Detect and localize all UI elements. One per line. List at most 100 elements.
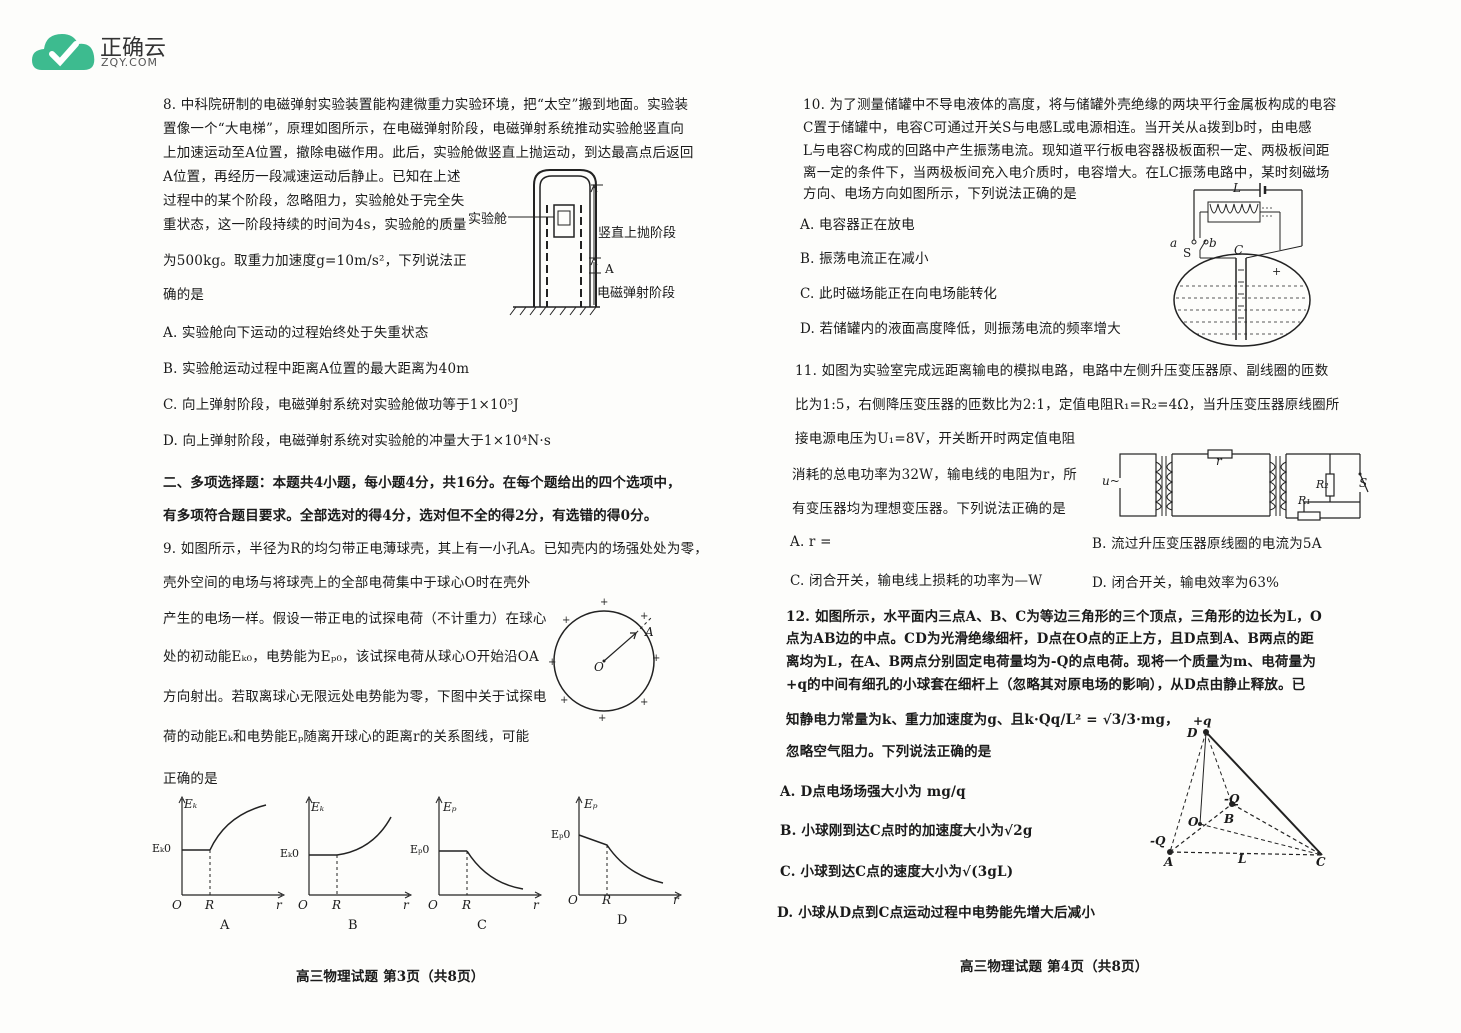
q12-triangle-diagram — [1167, 729, 1323, 856]
graph-d-ylabel: Eₚ — [584, 797, 598, 811]
q10-option-a: A. 电容器正在放电 — [800, 217, 915, 233]
q8-line: 确的是 — [163, 287, 205, 303]
q12-line: +q的中间有细孔的小球套在细杆上（忽略其对原电场的影响），从D点由静止释放。已 — [786, 677, 1306, 693]
q12-label-q: +q — [1193, 714, 1212, 728]
q10-option-c: C. 此时磁场能正在向电场能转化 — [800, 286, 998, 302]
graph-a-r: R — [205, 898, 215, 912]
logo-cloud-icon — [32, 34, 95, 70]
graph-c-x: r — [533, 898, 539, 912]
q11-line: 11. 如图为实验室完成远距离输电的模拟电路，电路中左侧升压变压器原、副线圈的匝… — [795, 363, 1329, 379]
q8-line: 重状态，这一阶段持续的时间为4s，实验舱的质量 — [163, 217, 467, 233]
svg-text:+: + — [548, 657, 556, 668]
q9-label-o: O — [594, 660, 604, 674]
q8-line: 置像一个“大电梯”，原理如图所示，在电磁弹射阶段，电磁弹射系统推动实验舱竖直向 — [163, 121, 685, 137]
q11-option-b: B. 流过升压变压器原线圈的电流为5A — [1092, 536, 1322, 552]
graph-c-plot — [435, 795, 543, 899]
q11-label-r1: R₁ — [1298, 494, 1311, 507]
svg-text:+: + — [652, 653, 660, 664]
q8-label-cabin: 实验舱 — [468, 212, 508, 227]
q12-label-l: L — [1238, 852, 1247, 866]
q11-option-c: C. 闭合开关，输电线上损耗的功率为—W — [790, 573, 1043, 589]
svg-text:+: + — [598, 713, 606, 723]
svg-text:+: + — [1272, 265, 1281, 278]
graph-b-letter: B — [348, 918, 358, 933]
graph-b-plot — [305, 795, 413, 899]
graph-a-ylabel: Eₖ — [184, 797, 198, 811]
svg-text:+: + — [560, 695, 568, 706]
q12-label-neg-q-b: -Q — [1224, 792, 1240, 806]
q11-line: 有变压器均为理想变压器。下列说法正确的是 — [792, 501, 1066, 517]
q10-line: 方向、电场方向如图所示，下列说法正确的是 — [803, 186, 1077, 202]
q9-line: 9. 如图所示，半径为R的均匀带正电薄球壳，其上有一小孔A。已知壳内的场强处处为… — [163, 541, 708, 557]
graph-d-r: R — [602, 893, 612, 907]
q12-line: 12. 如图所示，水平面内三点A、B、C为等边三角形的三个顶点，三角形的边长为L… — [786, 609, 1322, 625]
q12-option-b: B. 小球刚到达C点时的加速度大小为√2g — [780, 823, 1033, 839]
q10-line: L与电容C构成的回路中产生振荡电流。现知道平行板电容器极板面积一定、两极板间距 — [803, 143, 1330, 159]
q11-line: 消耗的总电功率为32W，输电线的电阻为r，所 — [792, 467, 1077, 483]
q9-label-a: A — [645, 625, 654, 639]
q10-line: 10. 为了测量储罐中不导电液体的高度，将与储罐外壳绝缘的两块平行金属板构成的电… — [803, 97, 1337, 113]
q8-option-c: C. 向上弹射阶段，电磁弹射系统对实验舱做功等于1×10⁵J — [163, 397, 519, 413]
q10-label-c: C — [1234, 243, 1244, 257]
q11-label-u: u~ — [1102, 474, 1120, 488]
graph-a-plot — [178, 795, 286, 899]
q12-label-c: C — [1316, 855, 1326, 869]
graph-b-y0: Eₖ0 — [280, 847, 300, 860]
q12-option-a: A. D点电场场强大小为 mg/q — [780, 784, 966, 800]
q11-option-d: D. 闭合开关，输电效率为63% — [1092, 575, 1280, 591]
footer-page-3: 高三物理试题 第3页（共8页） — [296, 969, 485, 985]
q8-option-a: A. 实验舱向下运动的过程始终处于失重状态 — [163, 325, 429, 341]
q10-line: C置于储罐中，电容C可通过开关S与电感L或电源相连。当开关从a拨到b时，由电感 — [803, 120, 1312, 136]
graph-d-origin: O — [568, 893, 578, 907]
graph-a-x: r — [276, 898, 282, 912]
q8-label-a: A — [605, 262, 614, 276]
graph-a-y0: Eₖ0 — [152, 842, 172, 855]
logo-domain: ZQY.COM — [101, 56, 159, 69]
q9-line: 方向射出。若取离球心无限远处电势能为零，下图中关于试探电 — [163, 689, 547, 705]
graph-a-letter: A — [220, 918, 230, 933]
svg-text:+: + — [562, 615, 570, 626]
graph-b-ylabel: Eₖ — [311, 800, 325, 814]
q10-label-s: S — [1183, 246, 1192, 260]
svg-text:+: + — [600, 597, 608, 608]
svg-text:+: + — [640, 697, 648, 708]
graph-b-r: R — [332, 898, 342, 912]
q9-line: 壳外空间的电场与将球壳上的全部电荷集中于球心O时在壳外 — [163, 575, 531, 591]
q9-line: 产生的电场一样。假设一带正电的试探电荷（不计重力）在球心 — [163, 611, 547, 627]
q12-line: 离均为L，在A、B两点分别固定电荷量均为-Q的点电荷。现将一个质量为m、电荷量为 — [786, 654, 1317, 670]
q10-label-a: a — [1170, 236, 1178, 250]
q8-line: 为500kg。取重力加速度g=10m/s²，下列说法正 — [163, 253, 467, 269]
q8-elevator-diagram — [508, 169, 603, 316]
q10-label-b: b — [1209, 236, 1217, 250]
q12-line: 点为AB边的中点。CD为光滑绝缘细杆，D点在O点的正上方，且D点到A、B两点的距 — [786, 631, 1314, 647]
q12-line: 知静电力常量为k、重力加速度为g、且k·Qq/L² = √3/3·mg， — [786, 712, 1179, 728]
graph-c-ylabel: Eₚ — [443, 800, 457, 814]
q12-line: 忽略空气阻力。下列说法正确的是 — [786, 744, 992, 760]
q12-label-neg-q-a: -Q — [1150, 834, 1166, 848]
q9-line: 正确的是 — [163, 771, 218, 787]
svg-text:+: + — [640, 611, 648, 622]
q8-line: 上加速运动至A位置，撤除电磁作用。此后，实验舱做竖直上抛运动，到达最高点后返回 — [163, 145, 694, 161]
q8-line: 8. 中科院研制的电磁弹射实验装置能构建微重力实验环境，把“太空”搬到地面。实验… — [163, 97, 689, 113]
q8-label-em: 电磁弹射阶段 — [597, 286, 676, 301]
q11-label-s: S — [1359, 476, 1368, 490]
q8-option-b: B. 实验舱运动过程中距离A位置的最大距离为40m — [163, 361, 470, 377]
q8-option-d: D. 向上弹射阶段，电磁弹射系统对实验舱的冲量大于1×10⁴N·s — [163, 433, 552, 449]
logo-name: 正确云 — [100, 36, 167, 61]
graph-c-letter: C — [477, 918, 487, 933]
q10-option-b: B. 振荡电流正在减小 — [800, 251, 929, 267]
q11-line: 接电源电压为U₁=8V，开关断开时两定值电阻 — [795, 431, 1076, 447]
graph-b-x: r — [403, 898, 409, 912]
q9-sphere-diagram: + + + + + + + + — [548, 597, 660, 723]
graph-c-r: R — [462, 898, 472, 912]
section2-line: 二、多项选择题：本题共4小题，每小题4分，共16分。在每个题给出的四个选项中， — [163, 475, 681, 491]
q11-transmission-circuit-diagram — [1114, 449, 1369, 521]
q10-option-d: D. 若储罐内的液面高度降低，则振荡电流的频率增大 — [800, 321, 1121, 337]
q12-label-b: B — [1224, 812, 1235, 826]
q11-label-r: r — [1216, 454, 1222, 468]
q8-line: A位置，再经历一段减速运动后静止。已知在上述 — [163, 169, 461, 185]
graph-d-x: r — [673, 893, 679, 907]
graph-d-plot — [575, 795, 683, 899]
graph-c-origin: O — [428, 898, 438, 912]
q8-label-up: 竖直上抛阶段 — [598, 226, 677, 241]
